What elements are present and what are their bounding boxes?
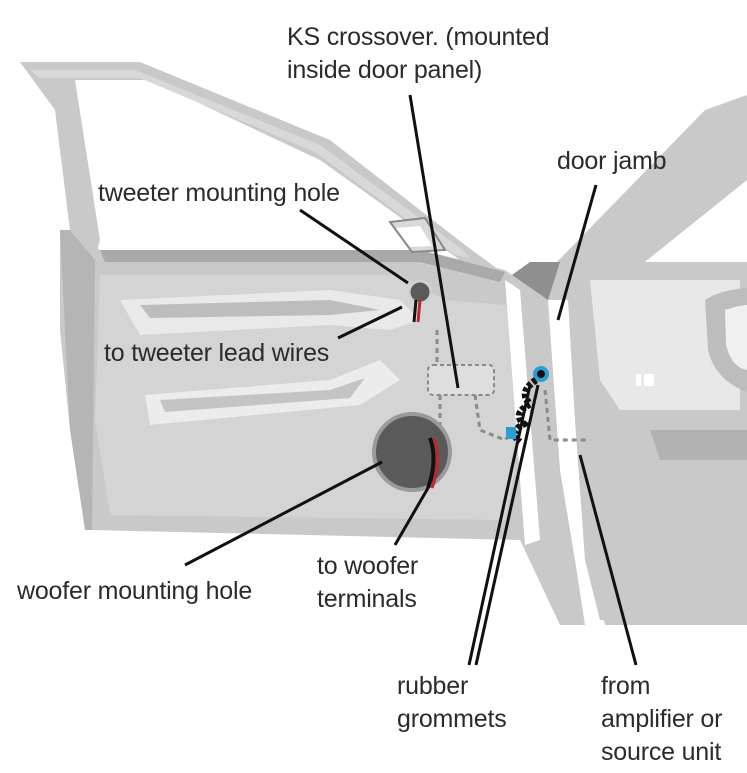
crossover-box xyxy=(427,364,495,396)
source-label: from amplifier or source unit xyxy=(601,670,722,769)
door-jamb-label: door jamb xyxy=(557,145,667,178)
crossover-label-line1: KS crossover. (mounted xyxy=(287,23,550,51)
woofer-terminals-line2: terminals xyxy=(317,585,417,613)
tweeter-mounting-hole xyxy=(407,279,433,323)
woofer-terminals-label: to woofer terminals xyxy=(317,550,418,616)
tweeter-wires-text: to tweeter lead wires xyxy=(104,339,330,367)
car-body xyxy=(505,95,747,625)
tweeter-wires-label: to tweeter lead wires xyxy=(104,337,329,370)
grommets-line1: rubber xyxy=(397,672,469,700)
door-frame xyxy=(20,62,585,625)
tweeter-hole-text: tweeter mounting hole xyxy=(98,179,340,207)
source-line2: amplifier or xyxy=(601,705,723,733)
source-line3: source unit xyxy=(601,738,722,766)
door-jamb-text: door jamb xyxy=(557,147,667,175)
rubber-grommet xyxy=(506,366,549,445)
leader-lines xyxy=(184,94,638,666)
woofer-terminals-line1: to woofer xyxy=(317,552,419,580)
crossover-label-line2: inside door panel) xyxy=(287,56,483,84)
woofer-hole-text: woofer mounting hole xyxy=(17,577,253,605)
woofer-hole-label: woofer mounting hole xyxy=(17,575,252,608)
crossover-label: KS crossover. (mounted inside door panel… xyxy=(287,21,550,87)
grommets-label: rubber grommets xyxy=(397,670,507,736)
source-line1: from xyxy=(601,672,651,700)
woofer-mounting-hole xyxy=(372,412,452,492)
grommets-line2: grommets xyxy=(397,705,507,733)
tweeter-hole-label: tweeter mounting hole xyxy=(98,177,340,210)
